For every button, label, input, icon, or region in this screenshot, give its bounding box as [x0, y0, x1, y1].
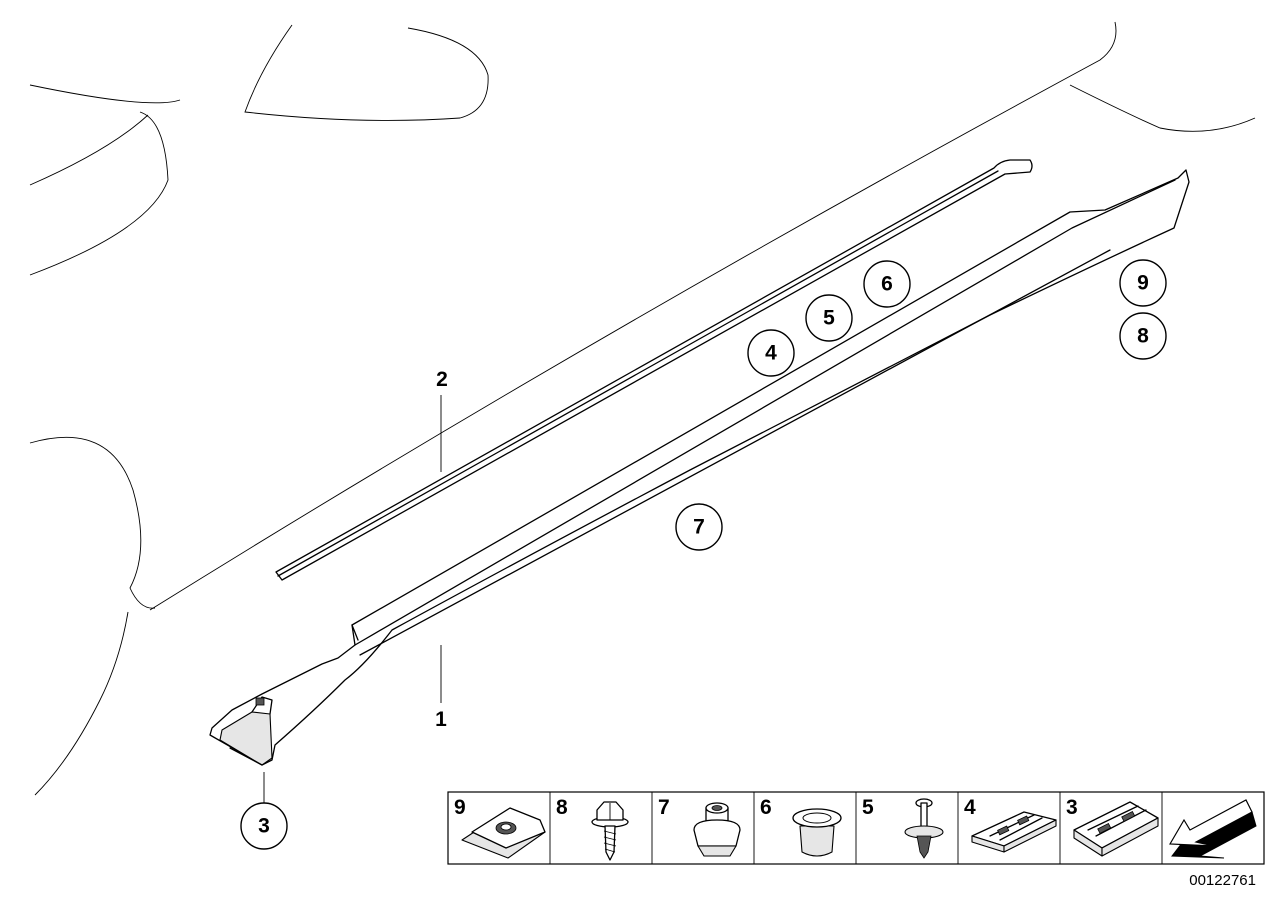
callout-8[interactable]: 8	[1119, 312, 1167, 360]
callout-6-text: 6	[881, 273, 893, 296]
parts-cell-9-number: 9	[454, 796, 466, 819]
parts-cell-4-number: 4	[964, 796, 976, 819]
callout-9[interactable]: 9	[1119, 259, 1167, 307]
callout-6[interactable]: 6	[863, 260, 911, 308]
callout-4-text: 4	[765, 342, 777, 365]
arrow-icon	[1168, 799, 1257, 859]
parts-cell-6-number: 6	[760, 796, 772, 819]
callout-7[interactable]: 7	[675, 503, 723, 551]
bracket-clip-icon	[1073, 801, 1159, 857]
parts-cell-6[interactable]: 6	[760, 796, 842, 857]
parts-cell-7-number: 7	[658, 796, 670, 819]
parts-cell-3[interactable]: 3	[1066, 796, 1159, 857]
parts-cell-arrow	[1168, 799, 1257, 859]
label-part-2: 2	[436, 368, 448, 391]
callout-3-text: 3	[258, 815, 270, 838]
leader-lines	[263, 395, 442, 803]
hex-screw-icon	[591, 801, 629, 861]
callout-5-text: 5	[823, 307, 835, 330]
part-1-side-sill	[209, 169, 1190, 766]
parts-cell-5-number: 5	[862, 796, 874, 819]
callout-4[interactable]: 4	[747, 329, 795, 377]
car-body-outline	[29, 21, 1256, 796]
label-part-1: 1	[435, 708, 447, 731]
callout-3[interactable]: 3	[240, 802, 288, 850]
clip-nut-icon	[461, 807, 546, 859]
callout-8-text: 8	[1137, 325, 1149, 348]
parts-cell-3-number: 3	[1066, 796, 1078, 819]
callout-7-text: 7	[693, 516, 705, 539]
grommet-icon	[792, 808, 842, 857]
callout-5[interactable]: 5	[805, 294, 853, 342]
parts-cell-5[interactable]: 5	[862, 796, 944, 859]
expansion-nut-icon	[693, 802, 741, 857]
parts-cell-8[interactable]: 8	[556, 796, 629, 861]
part-2-trim-strip	[275, 159, 1033, 581]
parts-cell-4[interactable]: 4	[964, 796, 1057, 853]
document-number: 00122761	[1189, 872, 1256, 889]
parts-cell-7[interactable]: 7	[658, 796, 741, 857]
holder-clip-icon	[971, 811, 1057, 853]
parts-cell-9[interactable]: 9	[454, 796, 546, 859]
callout-9-text: 9	[1137, 272, 1149, 295]
parts-cell-8-number: 8	[556, 796, 568, 819]
expanding-rivet-icon	[904, 798, 944, 859]
